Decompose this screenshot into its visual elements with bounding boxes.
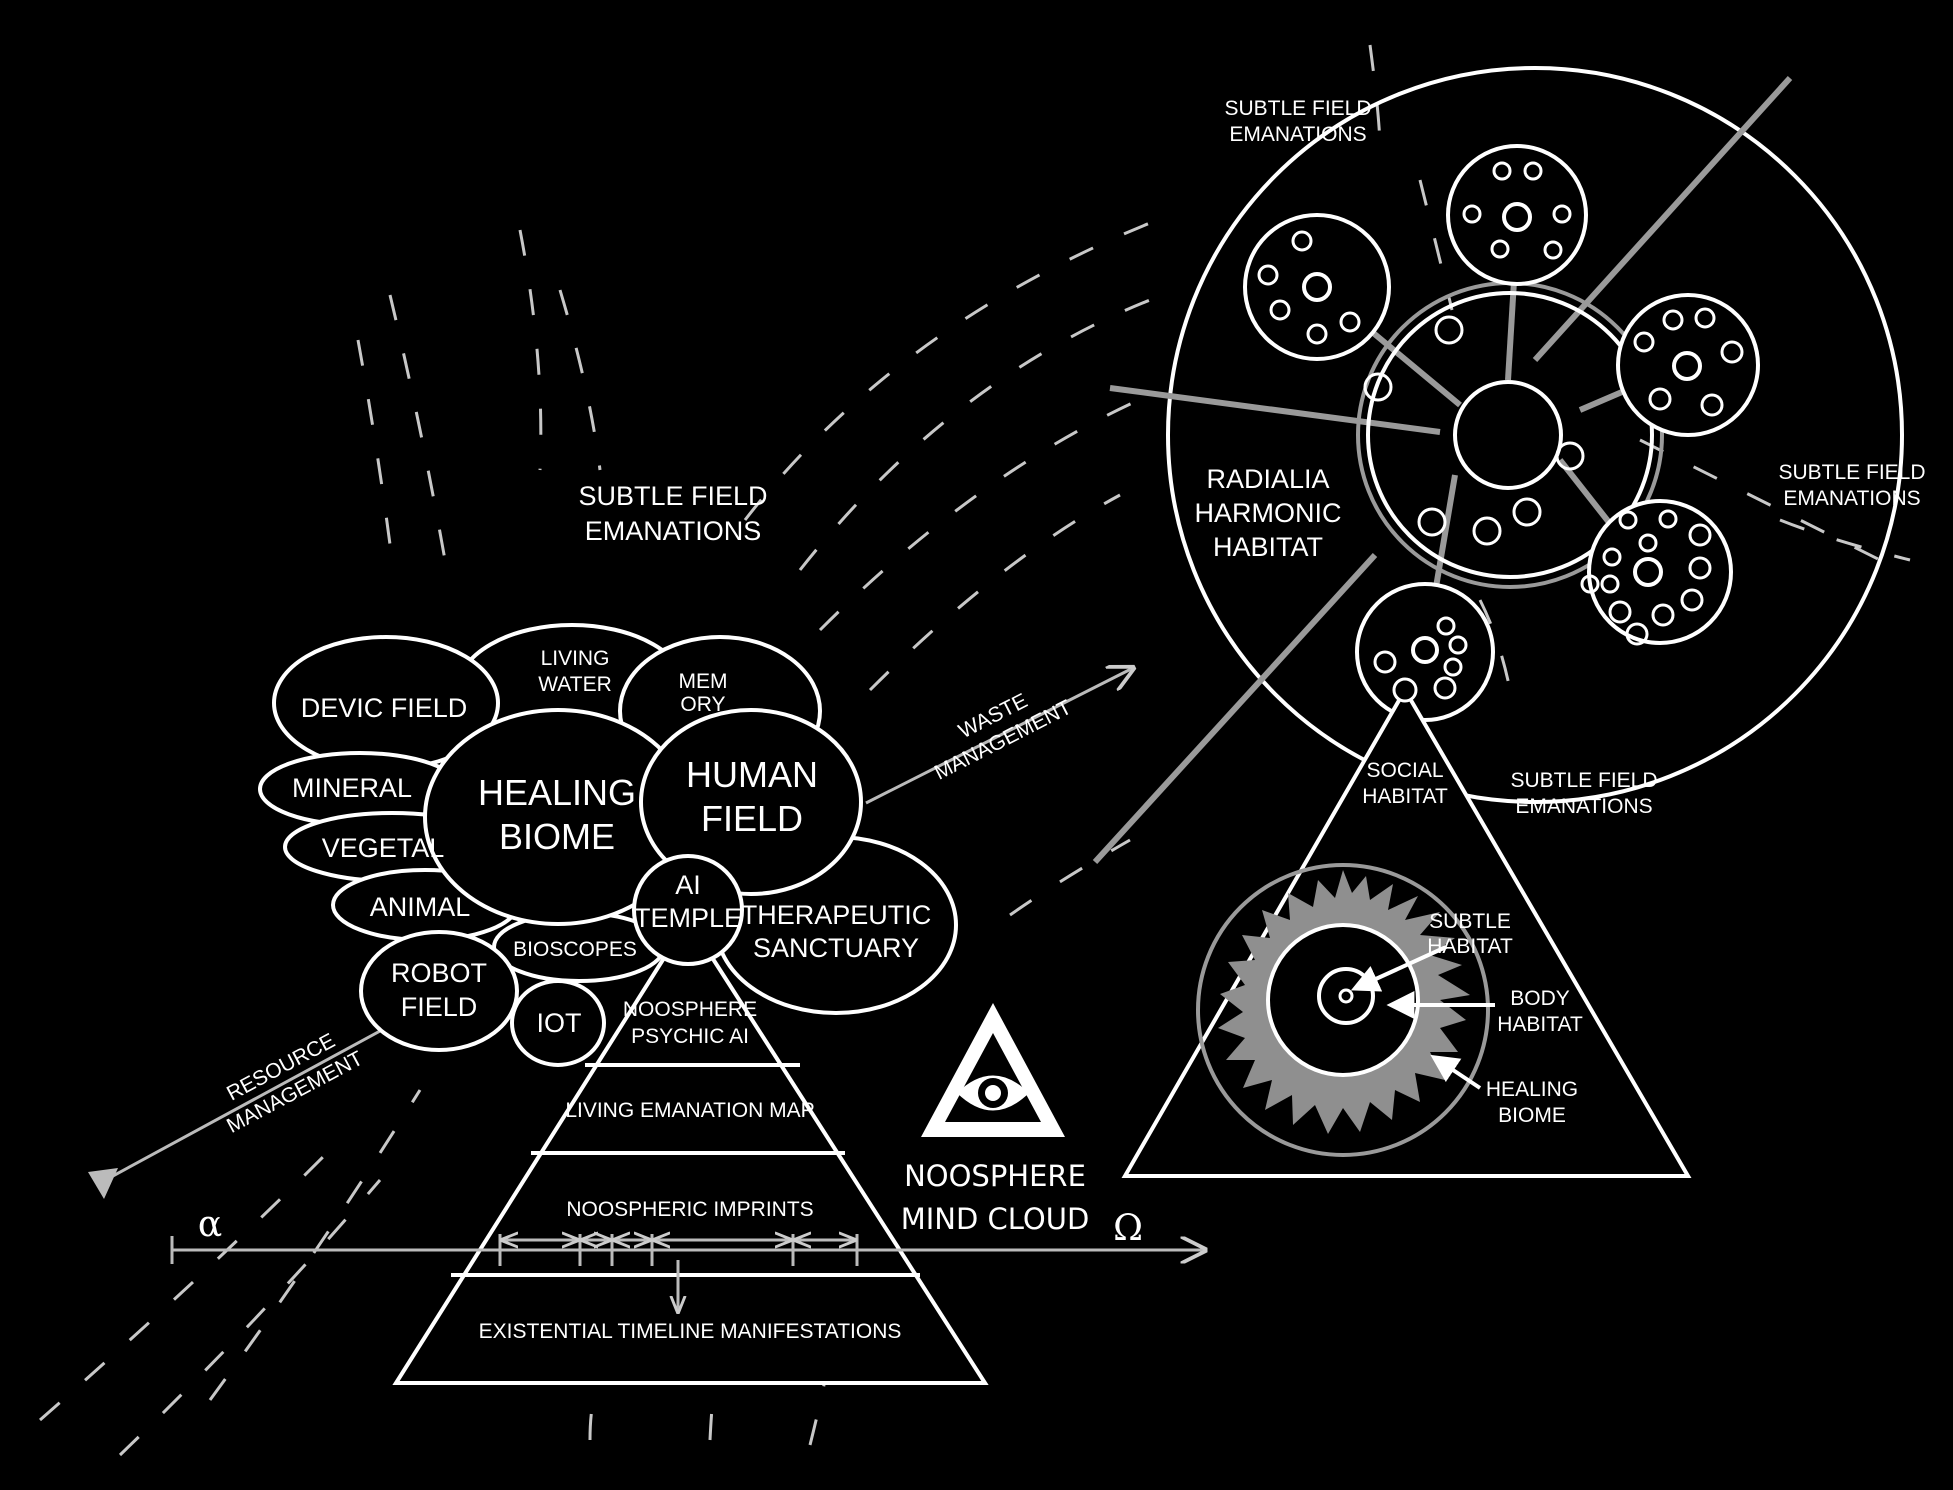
subtle-habitat-label-2: HABITAT [1427,935,1513,958]
emanation-label-left-2: EMANATIONS [585,516,762,546]
emanation-label-right-2: EMANATIONS [1783,487,1920,510]
robot-field-label-2: FIELD [401,992,478,1022]
memory-label-1: MEM [679,670,728,693]
human-field-label-2: FIELD [701,798,803,839]
vegetal-label: VEGETAL [322,833,445,863]
healing-biome-pyr-label-2: BIOME [1498,1104,1566,1127]
radialia-habitat [1092,66,1904,865]
pod-cells [1257,161,1744,703]
mind-cloud-label-1: NOOSPHERE [904,1159,1086,1193]
devic-field-label: DEVIC FIELD [301,693,468,723]
pyramid-level-4-label: EXISTENTIAL TIMELINE MANIFESTATIONS [479,1320,902,1343]
ray-southwest [1092,552,1378,865]
human-field-label-1: HUMAN [686,754,818,795]
healing-biome-label-1: HEALING [478,772,636,813]
pod-north [1446,144,1588,286]
eye-triangle-icon [921,1003,1065,1137]
emanation-label-lower-right-2: EMANATIONS [1515,795,1652,818]
mind-cloud-label-2: MIND CLOUD [901,1202,1090,1236]
living-water-label-2: WATER [538,673,612,696]
pod-east [1616,293,1760,437]
robot-field-label-1: ROBOT [391,958,487,988]
body-habitat-label-1: BODY [1510,987,1570,1010]
radialia-label-2: HARMONIC [1195,498,1342,528]
timeline-alpha-label: α [198,1204,222,1245]
resource-management-arrow [88,1010,416,1199]
subtle-habitat-arrow [1350,945,1447,992]
pyramid-level-2-label: LIVING EMANATION MAP [565,1099,814,1122]
body-habitat-label-2: HABITAT [1497,1013,1583,1036]
noosphere-pyramid [392,916,989,1385]
social-habitat-pyramid [1121,677,1692,1178]
pyramid-level-1-label-2: PSYCHIC AI [631,1025,749,1048]
emanation-label-top-2: EMANATIONS [1229,123,1366,146]
ring-cells [1363,315,1585,546]
radialia-core [1453,380,1563,490]
ray-west [1109,385,1441,435]
iot-label: IOT [537,1008,582,1038]
emanation-label-right-1: SUBTLE FIELD [1778,461,1925,484]
subtle-habitat-label-1: SUBTLE [1429,910,1511,933]
ai-temple-label-2: TEMPLE [634,903,742,933]
pod-northwest [1243,213,1391,361]
robot-field-bubble [359,930,519,1052]
therapeutic-label-2: SANCTUARY [753,933,919,963]
field-bubbles [258,623,958,1067]
healing-biome-pyr-label-1: HEALING [1486,1078,1578,1101]
radialia-label-1: RADIALIA [1206,464,1329,494]
ai-temple-bubble [632,854,744,966]
habitat-pods [1243,144,1760,722]
pyramid-level-1-label-1: NOOSPHERE [623,998,757,1021]
healing-biome-label-2: BIOME [499,816,615,857]
therapeutic-label-1: THERAPEUTIC [741,900,932,930]
animal-label: ANIMAL [370,892,471,922]
ray-northeast [1532,75,1793,363]
healing-biome-arrow [1430,1054,1482,1090]
timeline-axis [170,1234,1205,1312]
human-field-bubble [639,708,863,896]
pod-south [1355,582,1495,722]
ai-temple-label-1: AI [675,870,701,900]
emanation-label-left-1: SUBTLE FIELD [578,481,767,511]
bioscopes-label: BIOSCOPES [513,938,637,961]
iot-bubble [510,979,606,1067]
living-water-label-1: LIVING [541,647,610,670]
waste-management-arrow [865,668,1133,805]
pyramid-level-3-label: NOOSPHERIC IMPRINTS [566,1198,813,1221]
emanation-dashes [39,44,1911,1457]
social-habitat-label-1: SOCIAL [1366,759,1443,782]
timeline-omega-label: Ω [1113,1208,1143,1249]
mineral-label: MINERAL [292,773,412,803]
radialia-label-3: HABITAT [1213,532,1323,562]
emanation-label-top-1: SUBTLE FIELD [1224,97,1371,120]
memory-label-2: ORY [680,693,725,716]
social-habitat-label-2: HABITAT [1362,785,1448,808]
emanation-label-lower-right-1: SUBTLE FIELD [1510,769,1657,792]
